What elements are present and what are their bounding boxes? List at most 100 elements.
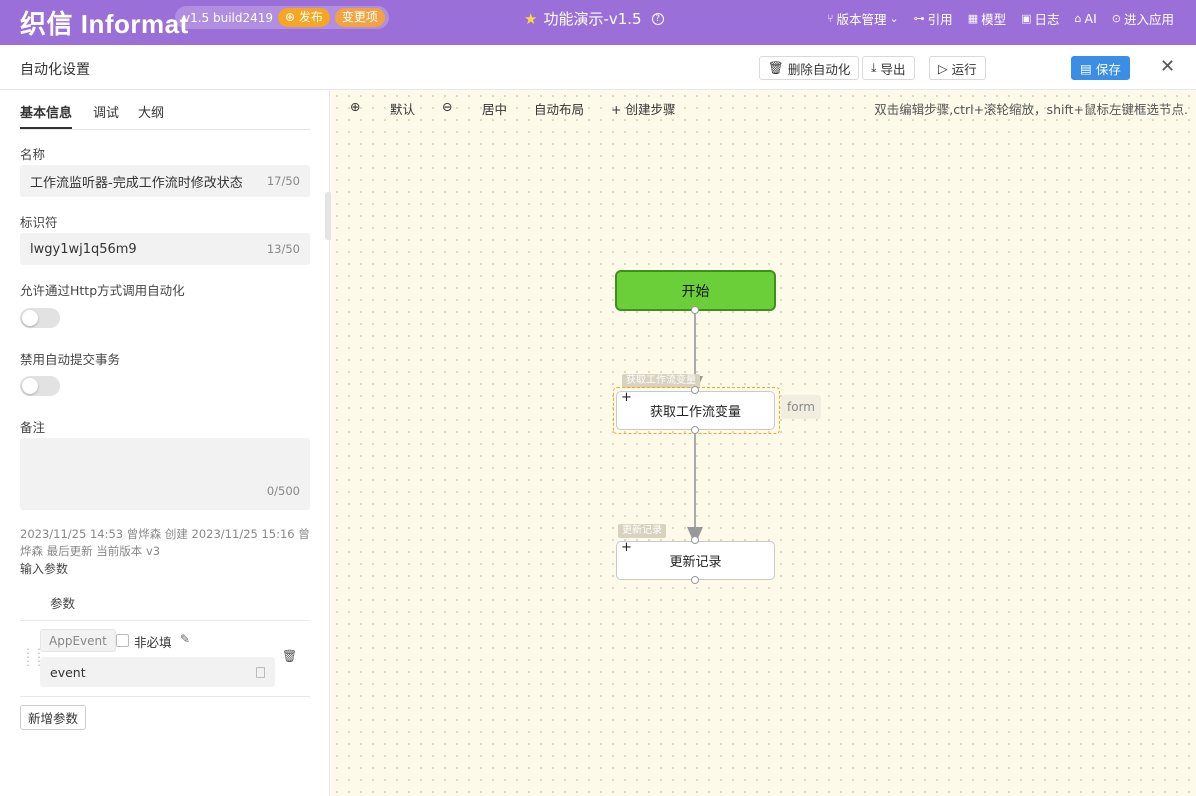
plus-icon[interactable]: + (621, 540, 632, 555)
disable-autocommit-label: 禁用自动提交事务 (20, 352, 121, 367)
panel-collapse-handle[interactable] (325, 192, 332, 240)
close-icon[interactable]: ✕ (1160, 56, 1176, 77)
audit-meta: 2023/11/25 14:53 曾烨森 创建 2023/11/25 15:16… (20, 527, 310, 558)
save-button[interactable]: ▤ 保存 (1071, 56, 1130, 80)
param-type-badge[interactable]: AppEvent (40, 629, 116, 652)
app-title-label: 功能演示-v1.5 (543, 10, 642, 28)
add-param-button[interactable]: 新增参数 (20, 705, 87, 730)
publish-button[interactable]: ⊕ 发布 (278, 8, 330, 27)
nav-label: 模型 (981, 12, 1007, 27)
identifier-char-count: 13/50 (266, 242, 300, 256)
tab-basic-info[interactable]: 基本信息 (20, 106, 73, 121)
version-pill: v1.5 build2419 ⊕ 发布 变更项 (175, 6, 389, 29)
button-label: 删除自动化 (787, 61, 851, 77)
button-label: 运行 (951, 61, 977, 77)
delete-param-icon[interactable]: 🗑 (282, 649, 298, 663)
name-char-count: 17/50 (266, 174, 300, 188)
optional-checkbox[interactable] (116, 634, 129, 647)
nav-ai[interactable]: ⌂ AI (1075, 9, 1097, 28)
button-label: 保存 (1095, 61, 1121, 77)
step2-in-port[interactable] (691, 536, 699, 544)
save-icon: ▤ (1080, 60, 1092, 76)
nav-log[interactable]: ▣ 日志 (1021, 9, 1059, 28)
node-label: 更新记录 (669, 555, 722, 570)
nav-version-management[interactable]: ⑂ 版本管理 ⌄ (827, 9, 899, 28)
step1-tag: 获取工作流变量 (622, 374, 700, 388)
start-node[interactable]: 开始 (615, 270, 776, 311)
zoom-default-button[interactable]: 默认 (390, 102, 416, 117)
input-params-label: 输入参数 (20, 562, 69, 576)
nav-model[interactable]: ▦ 模型 (968, 9, 1006, 28)
identifier-value: lwgy1wj1q56m9 (30, 241, 137, 257)
flow-edges (687, 311, 703, 545)
active-tab-indicator (20, 127, 72, 129)
delete-automation-button[interactable]: 🗑 删除自动化 (759, 56, 860, 80)
plus-icon[interactable]: + (621, 390, 632, 405)
nav-label: 日志 (1034, 12, 1060, 27)
edit-icon[interactable]: ✎ (180, 632, 191, 646)
step2-out-port[interactable] (691, 576, 699, 584)
node-label: 获取工作流变量 (649, 405, 741, 420)
identifier-field[interactable]: lwgy1wj1q56m9 13/50 (20, 233, 310, 265)
step2-tag: 更新记录 (618, 524, 666, 538)
button-label: 导出 (880, 61, 906, 77)
nav-label: 版本管理 (836, 12, 887, 27)
chevron-down-icon: ⌄ (889, 12, 899, 25)
remark-textarea[interactable]: 0/500 (20, 438, 310, 510)
start-out-port[interactable] (691, 306, 699, 314)
param-name-value: event (50, 664, 86, 680)
top-nav: ⑂ 版本管理 ⌄ ⊶ 引用 ▦ 模型 ▣ 日志 ⌂ AI ⊙ 进入应用 (827, 9, 1174, 28)
param-name-field[interactable]: event (40, 657, 275, 687)
step-node-get-workflow-vars[interactable]: + 获取工作流变量 (616, 390, 775, 430)
create-step-button[interactable]: + 创建步骤 (611, 102, 676, 117)
tab-outline[interactable]: 大纲 (138, 106, 165, 121)
zoom-in-icon[interactable]: ⊕ (350, 99, 361, 114)
http-invoke-toggle[interactable] (20, 308, 60, 328)
auto-layout-button[interactable]: 自动布局 (534, 102, 585, 117)
star-icon: ★ (524, 9, 538, 28)
enter-app-icon: ⊙ (1111, 12, 1121, 25)
name-value: 工作流监听器-完成工作流时修改状态 (30, 175, 243, 191)
run-button[interactable]: ▷ 运行 (929, 56, 986, 80)
step1-in-port[interactable] (691, 386, 699, 394)
name-field[interactable]: 工作流监听器-完成工作流时修改状态 17/50 (20, 165, 310, 197)
nav-label: AI (1084, 11, 1097, 26)
changes-button[interactable]: 变更项 (334, 8, 385, 27)
optional-label: 非必填 (134, 635, 172, 650)
zoom-out-icon[interactable]: ⊖ (442, 99, 453, 114)
export-button[interactable]: ⤓ 导出 (862, 56, 915, 80)
document-icon[interactable] (256, 666, 265, 678)
disable-autocommit-toggle[interactable] (20, 376, 60, 396)
step-node-update-record[interactable]: + 更新记录 (616, 540, 775, 580)
tab-debug[interactable]: 调试 (93, 106, 120, 121)
log-icon: ▣ (1021, 12, 1032, 25)
toggle-knob (22, 310, 38, 326)
params-table-header: 参数 (20, 590, 310, 621)
trash-icon: 🗑 (768, 60, 784, 75)
app-logo[interactable]: 织信 Informat (20, 9, 189, 39)
nav-label: 引用 (927, 12, 953, 27)
http-invoke-label: 允许通过Http方式调用自动化 (20, 283, 185, 298)
step1-output-tag: form (781, 395, 821, 419)
canvas-hint: 双击编辑步骤,ctrl+滚轮缩放，shift+鼠标左键框选节点. (874, 102, 1188, 117)
app-title: ★ 功能演示-v1.5 ? (524, 8, 664, 29)
settings-header: 自动化设置 🗑 删除自动化 ⤓ 导出 ▷ 运行 ▤ 保存 ✕ (0, 45, 1196, 90)
page-title: 自动化设置 (20, 62, 90, 78)
center-button[interactable]: 居中 (482, 102, 508, 117)
flow-canvas[interactable]: ⊕ 默认 ⊖ 居中 自动布局 + 创建步骤 双击编辑步骤,ctrl+滚轮缩放，s… (331, 90, 1196, 796)
remark-char-count: 0/500 (266, 484, 300, 498)
drag-handle-icon[interactable]: ⋮⋮⋮⋮ (22, 646, 45, 668)
name-label: 名称 (20, 147, 46, 162)
left-panel: 基本信息 调试 大纲 名称 工作流监听器-完成工作流时修改状态 17/50 标识… (0, 90, 330, 796)
nav-enter-app[interactable]: ⊙ 进入应用 (1112, 9, 1174, 28)
params-column-header: 参数 (50, 596, 76, 611)
identifier-label: 标识符 (20, 215, 58, 230)
reference-icon: ⊶ (913, 12, 925, 25)
top-bar: 织信 Informat v1.5 build2419 ⊕ 发布 变更项 ★ 功能… (0, 0, 1196, 45)
help-icon[interactable]: ? (651, 12, 664, 25)
param-row: ⋮⋮⋮⋮ AppEvent 非必填 ✎ event 🗑 (20, 623, 310, 697)
step1-out-port[interactable] (691, 426, 699, 434)
nav-reference[interactable]: ⊶ 引用 (914, 9, 953, 28)
version-label: v1.5 build2419 (183, 10, 274, 25)
remark-label: 备注 (20, 420, 46, 435)
